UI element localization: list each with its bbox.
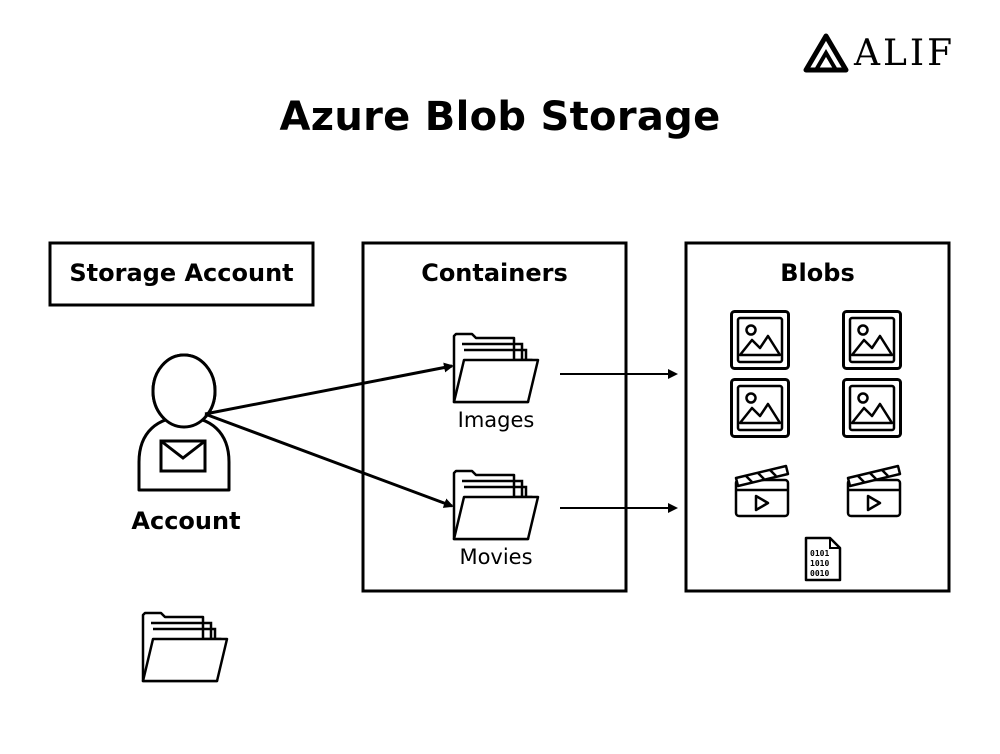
image-icon: [842, 310, 902, 370]
folder-icon: [452, 332, 540, 404]
page-title: Azure Blob Storage: [279, 94, 721, 140]
svg-text:0010: 0010: [810, 569, 829, 578]
container-item-movies-label: Movies: [459, 545, 533, 569]
brand-name: ALIF: [854, 33, 956, 74]
svg-text:0101: 0101: [810, 549, 829, 558]
image-icon: [730, 378, 790, 438]
user-mail-icon: [137, 353, 231, 492]
storage-account-box: [48, 241, 315, 307]
image-icon: [730, 310, 790, 370]
arrow-account-to-images: [204, 362, 454, 416]
folder-icon: [452, 469, 540, 541]
clapperboard-icon: [846, 464, 902, 518]
svg-text:1010: 1010: [810, 559, 829, 568]
clapperboard-icon: [734, 464, 790, 518]
folder-icon: [141, 611, 229, 683]
containers-label: Containers: [421, 259, 568, 287]
arrow-account-to-movies: [204, 412, 454, 508]
blobs-box: [684, 241, 951, 593]
binary-file-icon: 0101 1010 0010: [804, 536, 842, 582]
alif-logo-icon: [803, 33, 849, 73]
storage-account-label: Storage Account: [69, 259, 294, 287]
blobs-label: Blobs: [780, 259, 855, 287]
image-icon: [842, 378, 902, 438]
account-label: Account: [131, 507, 241, 535]
containers-box: [361, 241, 628, 593]
container-item-images-label: Images: [457, 408, 535, 432]
